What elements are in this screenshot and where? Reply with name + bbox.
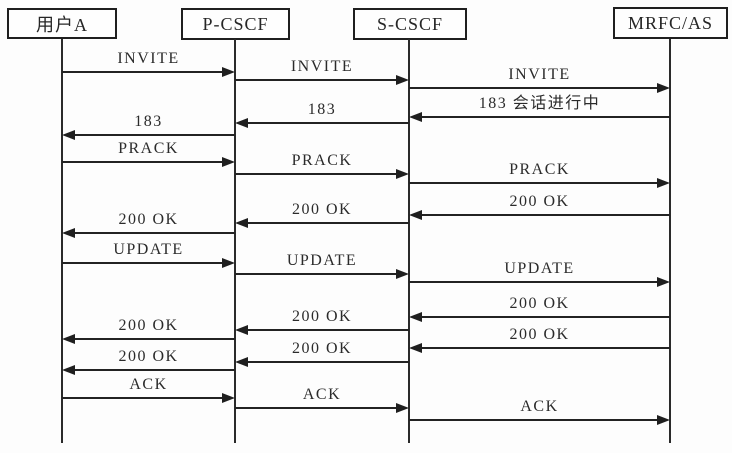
message-label: PRACK [118, 140, 179, 157]
message-label: ACK [302, 386, 342, 403]
message-line [235, 273, 398, 275]
arrowhead-icon [396, 403, 409, 413]
lifeline-s-cscf [408, 39, 410, 443]
message-line [235, 407, 398, 409]
message-label: ACK [520, 398, 559, 415]
arrowhead-icon [62, 130, 75, 140]
arrowhead-icon [222, 67, 235, 77]
arrowhead-icon [409, 343, 422, 353]
message-line [420, 214, 670, 216]
message-line [409, 419, 659, 421]
message-label: 183 [307, 101, 337, 118]
participant-box-p-cscf: P-CSCF [181, 8, 290, 40]
message-line [409, 87, 659, 89]
message-label: UPDATE [504, 260, 575, 277]
message-line [409, 182, 659, 184]
arrowhead-icon [396, 75, 409, 85]
message-label: 200 OK [509, 193, 570, 210]
message-label: 200 OK [291, 340, 353, 357]
message-label: INVITE [290, 58, 354, 75]
arrowhead-icon [396, 269, 409, 279]
message-line [73, 369, 235, 371]
message-line [73, 232, 235, 234]
message-line [235, 173, 398, 175]
participant-box-s-cscf: S-CSCF [353, 8, 467, 40]
message-line [73, 338, 235, 340]
arrowhead-icon [62, 334, 75, 344]
message-label: ACK [129, 376, 168, 393]
participant-label: P-CSCF [202, 13, 269, 34]
arrowhead-icon [235, 118, 248, 128]
message-label: PRACK [509, 161, 570, 178]
arrowhead-icon [222, 393, 235, 403]
message-label: 200 OK [291, 201, 353, 218]
message-label: 200 OK [509, 295, 570, 312]
message-label: 200 OK [291, 308, 353, 325]
message-label: UPDATE [286, 252, 358, 269]
message-line [246, 329, 409, 331]
message-label: 200 OK [118, 211, 179, 228]
arrowhead-icon [62, 228, 75, 238]
arrowhead-icon [62, 365, 75, 375]
message-label: INVITE [117, 50, 180, 67]
arrowhead-icon [235, 325, 248, 335]
message-line [409, 281, 659, 283]
arrowhead-icon [657, 277, 670, 287]
arrowhead-icon [222, 157, 235, 167]
message-line [235, 79, 398, 81]
message-line [420, 347, 670, 349]
arrowhead-icon [235, 218, 248, 228]
message-label: 200 OK [118, 317, 179, 334]
participant-label: MRFC/AS [627, 12, 714, 33]
lifeline-user-a [61, 39, 63, 443]
lifeline-p-cscf [234, 39, 236, 443]
message-line [62, 161, 224, 163]
message-line [246, 122, 409, 124]
message-line [62, 397, 224, 399]
participant-label: S-CSCF [376, 13, 444, 34]
message-label: PRACK [291, 152, 353, 169]
arrowhead-icon [396, 169, 409, 179]
message-line [420, 116, 670, 118]
arrowhead-icon [657, 178, 670, 188]
arrowhead-icon [657, 83, 670, 93]
arrowhead-icon [235, 357, 248, 367]
arrowhead-icon [222, 258, 235, 268]
arrowhead-icon [409, 312, 422, 322]
arrowhead-icon [409, 112, 422, 122]
message-label: 183 [134, 113, 163, 130]
arrowhead-icon [657, 415, 670, 425]
participant-box-user-a: 用户A [7, 8, 117, 39]
message-line [420, 316, 670, 318]
lifeline-mrfc-as [669, 39, 671, 443]
message-line [246, 361, 409, 363]
message-line [246, 222, 409, 224]
message-label: 183 会话进行中 [478, 95, 601, 112]
message-label: INVITE [508, 66, 571, 83]
message-label: 200 OK [509, 326, 570, 343]
message-line [73, 134, 235, 136]
arrowhead-icon [409, 210, 422, 220]
message-label: UPDATE [113, 241, 184, 258]
message-label: 200 OK [118, 348, 179, 365]
participant-box-mrfc-as: MRFC/AS [613, 7, 728, 39]
participant-label: 用户A [36, 14, 88, 35]
message-line [62, 262, 224, 264]
message-line [62, 71, 224, 73]
